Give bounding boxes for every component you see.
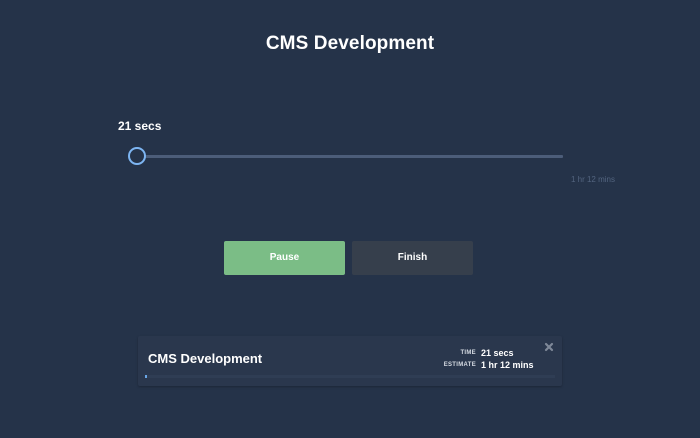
elapsed-time-label: 21 secs [118,119,162,133]
card-title: CMS Development [148,351,263,366]
estimate-time-label: 1 hr 12 mins [570,175,615,184]
estimate-row: ESTIMATE 1 hr 12 mins [438,360,548,372]
estimate-key: ESTIMATE [443,362,476,368]
timeline-track[interactable] [137,155,563,158]
task-summary-card: CMS Development TIME 21 secs ESTIMATE 1 … [138,336,562,386]
card-progress-fill [145,375,148,378]
card-progress-track [145,375,555,378]
timeline-handle[interactable] [128,147,146,165]
finish-button[interactable]: Finish [352,241,473,275]
pause-button[interactable]: Pause [224,241,345,275]
estimate-value: 1 hr 12 mins [481,360,534,370]
card-meta: TIME 21 secs ESTIMATE 1 hr 12 mins [438,348,548,372]
close-icon[interactable] [543,340,555,352]
page-title: CMS Development [265,33,435,54]
time-key: TIME [460,350,476,356]
time-row: TIME 21 secs [438,348,548,360]
time-value: 21 secs [481,348,514,358]
